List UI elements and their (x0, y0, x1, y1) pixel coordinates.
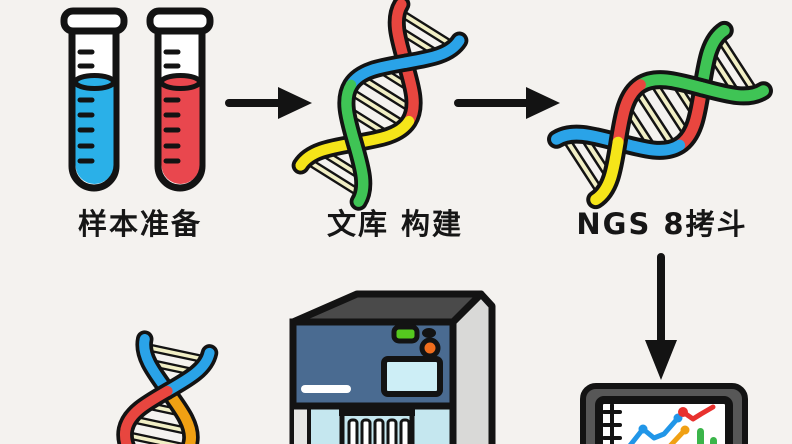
dna-helix-ngs-icon (557, 30, 764, 199)
monitor-screen (595, 396, 733, 444)
monitor-chart-icon (580, 383, 748, 444)
chart-line-blue (625, 415, 681, 444)
screen-chart (602, 403, 717, 444)
dna-helix-library-icon (301, 4, 460, 201)
power-button[interactable] (419, 337, 441, 359)
dna-helix-partial-icon (106, 339, 209, 444)
test-tube-graduation-marks (77, 49, 95, 164)
arrow-down-icon (645, 253, 677, 380)
arrow-right-icon (454, 87, 560, 119)
step-label-sample-preparation: 样本准备 (77, 207, 202, 241)
indicator-dot (422, 328, 436, 338)
chart-bar-green (710, 437, 717, 444)
power-led (391, 324, 420, 344)
step-label-ngs-sequencing: NGS 8拷斗 (576, 207, 748, 241)
panel-slot (301, 385, 351, 393)
machine-display (381, 356, 443, 397)
machine-left-edge (294, 406, 309, 444)
chart-line-red (680, 404, 716, 422)
sequencer-machine-icon (289, 290, 496, 444)
step-label-library-construction: 文库 构建 (326, 207, 464, 241)
machine-top-panel (289, 290, 485, 326)
vent-grill (339, 402, 415, 444)
chart-bar-green (697, 428, 704, 444)
test-tube-graduation-marks (163, 49, 181, 164)
test-tube-red-icon (146, 7, 214, 192)
test-tube-blue-icon (60, 7, 128, 192)
arrow-right-icon (225, 87, 312, 119)
